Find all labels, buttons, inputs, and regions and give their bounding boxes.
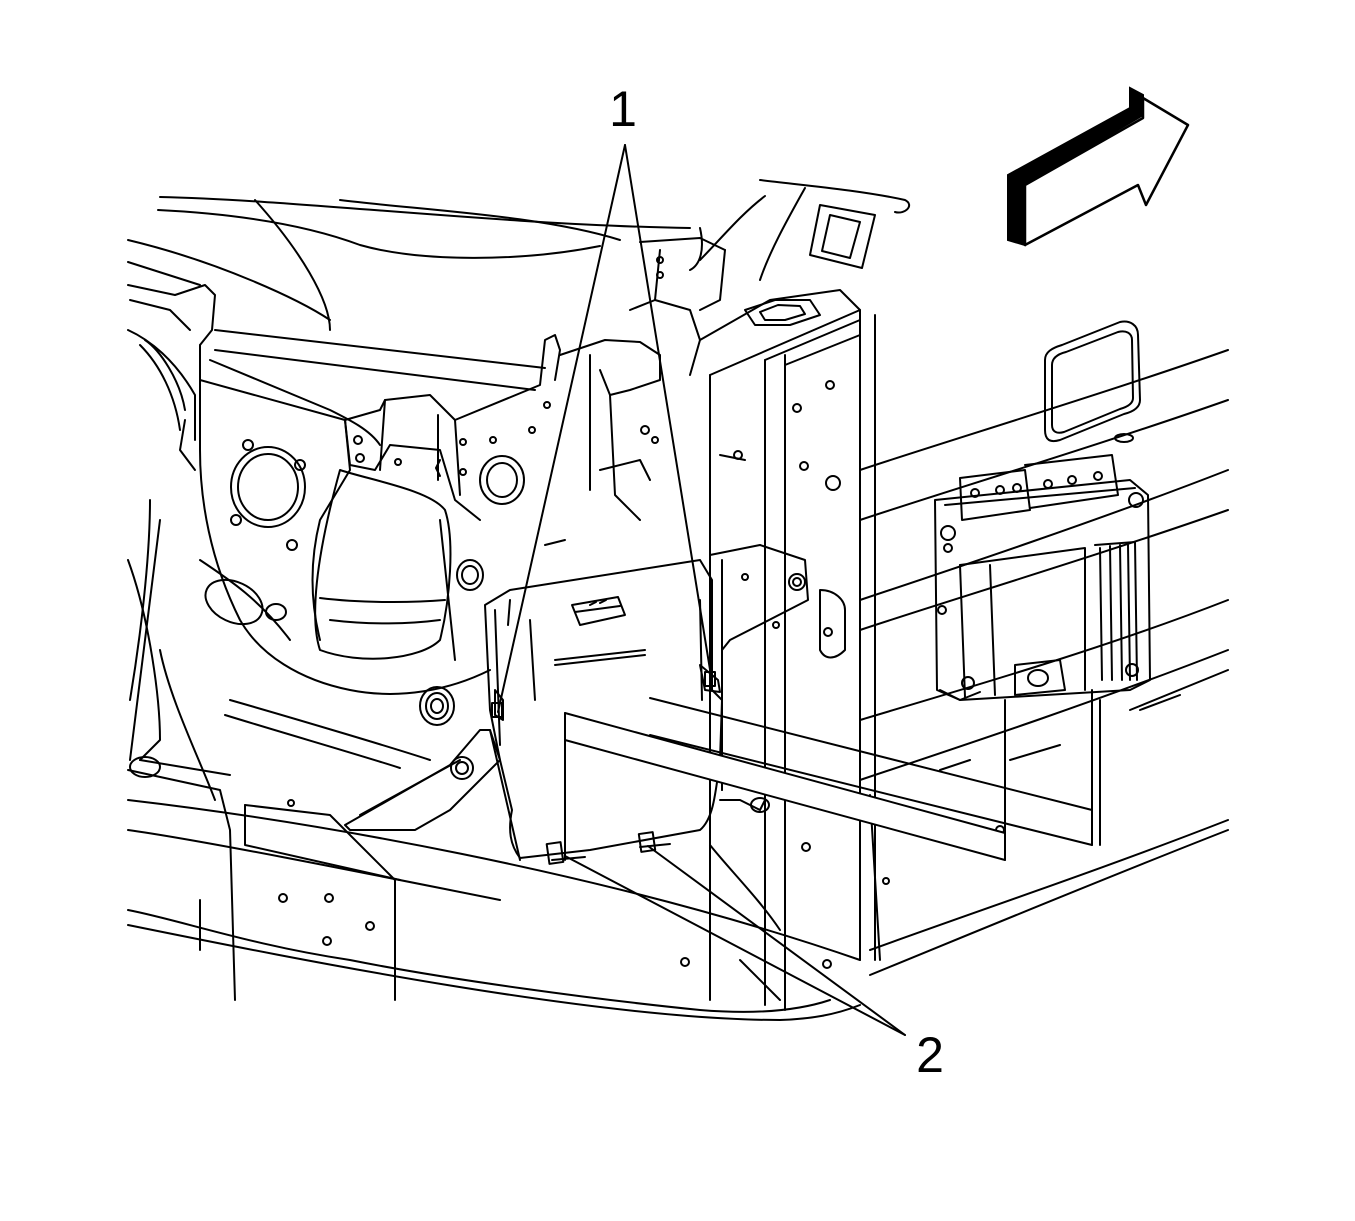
left-strut-tower bbox=[127, 284, 546, 695]
upper-mount-bracket bbox=[344, 334, 561, 521]
callout-2-leaders bbox=[564, 845, 906, 1036]
callout-2-label: 2 bbox=[916, 1027, 944, 1083]
callout-1-label: 1 bbox=[609, 81, 637, 137]
lower-diagonal-brace bbox=[344, 729, 521, 861]
relay-cover bbox=[1044, 320, 1141, 443]
ecm-mounting-bracket bbox=[484, 539, 723, 865]
coolant-reservoir bbox=[314, 469, 456, 661]
callout-1-leaders bbox=[491, 144, 716, 718]
engine-control-module bbox=[934, 454, 1151, 701]
front-lower-fascia bbox=[127, 499, 861, 1021]
grommets bbox=[419, 559, 484, 726]
forward-direction-arrow-icon bbox=[1007, 86, 1190, 247]
center-support-brackets bbox=[559, 237, 726, 521]
upper-body-panel-lines bbox=[127, 179, 911, 331]
vertical-support-pillar bbox=[699, 289, 890, 1011]
bracket-tabs bbox=[564, 689, 1093, 861]
shock-tower-plate bbox=[139, 344, 351, 641]
ecm-side-bracket bbox=[709, 544, 809, 813]
